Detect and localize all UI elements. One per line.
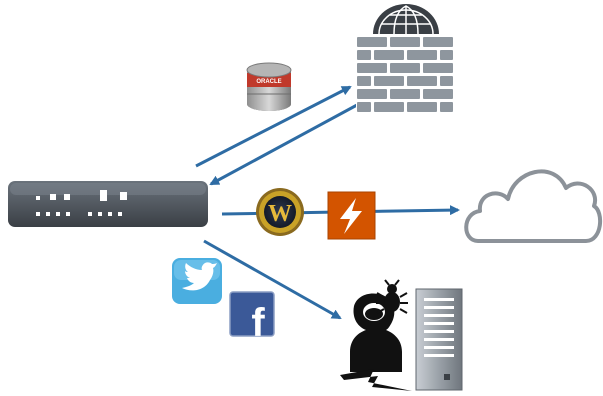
arrow-appliance-to-firewall (195, 85, 352, 168)
hooded-hacker-icon (350, 293, 402, 372)
server-rack-icon (415, 288, 463, 391)
lightning-app-icon (327, 191, 376, 240)
firewall-globe-icon (356, 4, 454, 114)
twitter-bird-icon (172, 258, 222, 304)
wow-label: W (268, 201, 292, 227)
database-icon: ORACLE (246, 62, 292, 111)
lightning-bolt-icon (340, 369, 412, 391)
facebook-label: f (251, 301, 265, 345)
appliance-icon (8, 181, 208, 227)
game-w-icon: W (256, 188, 304, 236)
arrow-firewall-to-appliance (209, 103, 358, 186)
bug-icon (376, 279, 408, 314)
facebook-f-icon: f (229, 291, 275, 345)
oracle-label: ORACLE (256, 79, 281, 85)
arrows (195, 85, 460, 320)
cloud-icon (464, 169, 603, 243)
arrow-appliance-to-server (203, 239, 342, 320)
